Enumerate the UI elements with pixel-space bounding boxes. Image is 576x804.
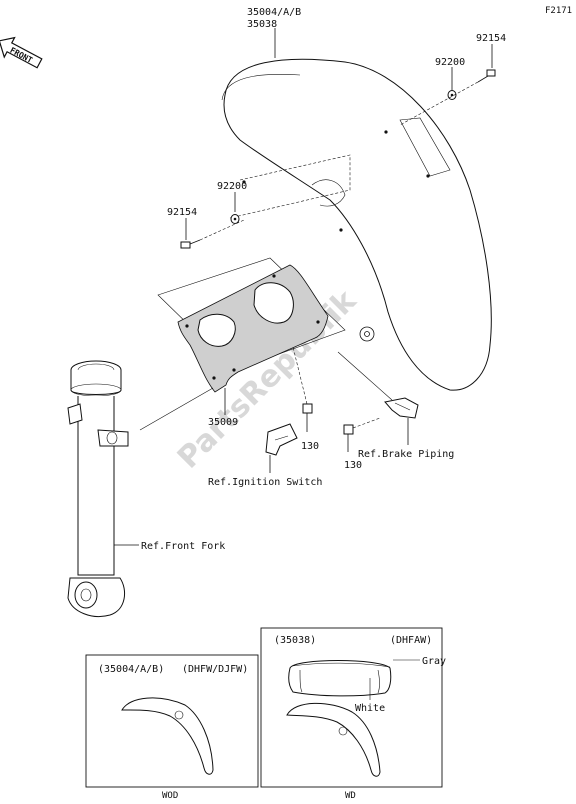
inset-right-model: (DHFAW) [390, 635, 432, 646]
front-arrow-icon: FRONT [0, 36, 43, 69]
inset-left-panel: (35004/A/B) (DHFW/DJFW) WOD [85, 654, 259, 801]
fender-alt-part-number: 35038 [247, 19, 277, 30]
bolt-130-b-icon [343, 424, 354, 452]
front-fork [67, 360, 129, 617]
white-label: White [355, 703, 385, 714]
bolt-left-label: 92154 [167, 207, 197, 218]
inset-right-panel: (35038) (DHFAW) Gray White WD [260, 627, 446, 801]
figure-code: F2171 [545, 6, 572, 16]
ignition-bracket [265, 423, 298, 456]
ref-front-fork: Ref.Front Fork [141, 541, 225, 552]
ref-ignition-switch: Ref.Ignition Switch [208, 477, 322, 488]
inset-right-part: (35038) [274, 635, 316, 646]
bolt-130-b-label: 130 [344, 460, 362, 471]
inset-left-footer: WOD [162, 791, 178, 800]
gray-label: Gray [422, 656, 446, 667]
washer-left-label: 92200 [217, 181, 247, 192]
inset-right-footer: WD [345, 791, 356, 800]
inset-left-part: (35004/A/B) [98, 664, 164, 675]
bolt-right-label: 92154 [476, 33, 506, 44]
inset-left-model: (DHFW/DJFW) [182, 664, 248, 675]
ref-brake-piping: Ref.Brake Piping [358, 449, 454, 460]
bolt-130-a-label: 130 [301, 441, 319, 452]
gear-logo-icon [359, 326, 375, 342]
brake-clamp [384, 397, 419, 419]
bracket-part-number: 35009 [208, 417, 238, 428]
front-fender [221, 58, 492, 391]
bolt-right-icon [477, 69, 496, 83]
fender-part-number: 35004/A/B [247, 7, 301, 18]
washer-right-label: 92200 [435, 57, 465, 68]
bolt-left-icon [180, 239, 201, 249]
bolt-130-a-icon [302, 403, 313, 432]
fender-bracket [157, 257, 346, 393]
washer-left-icon [230, 214, 240, 224]
